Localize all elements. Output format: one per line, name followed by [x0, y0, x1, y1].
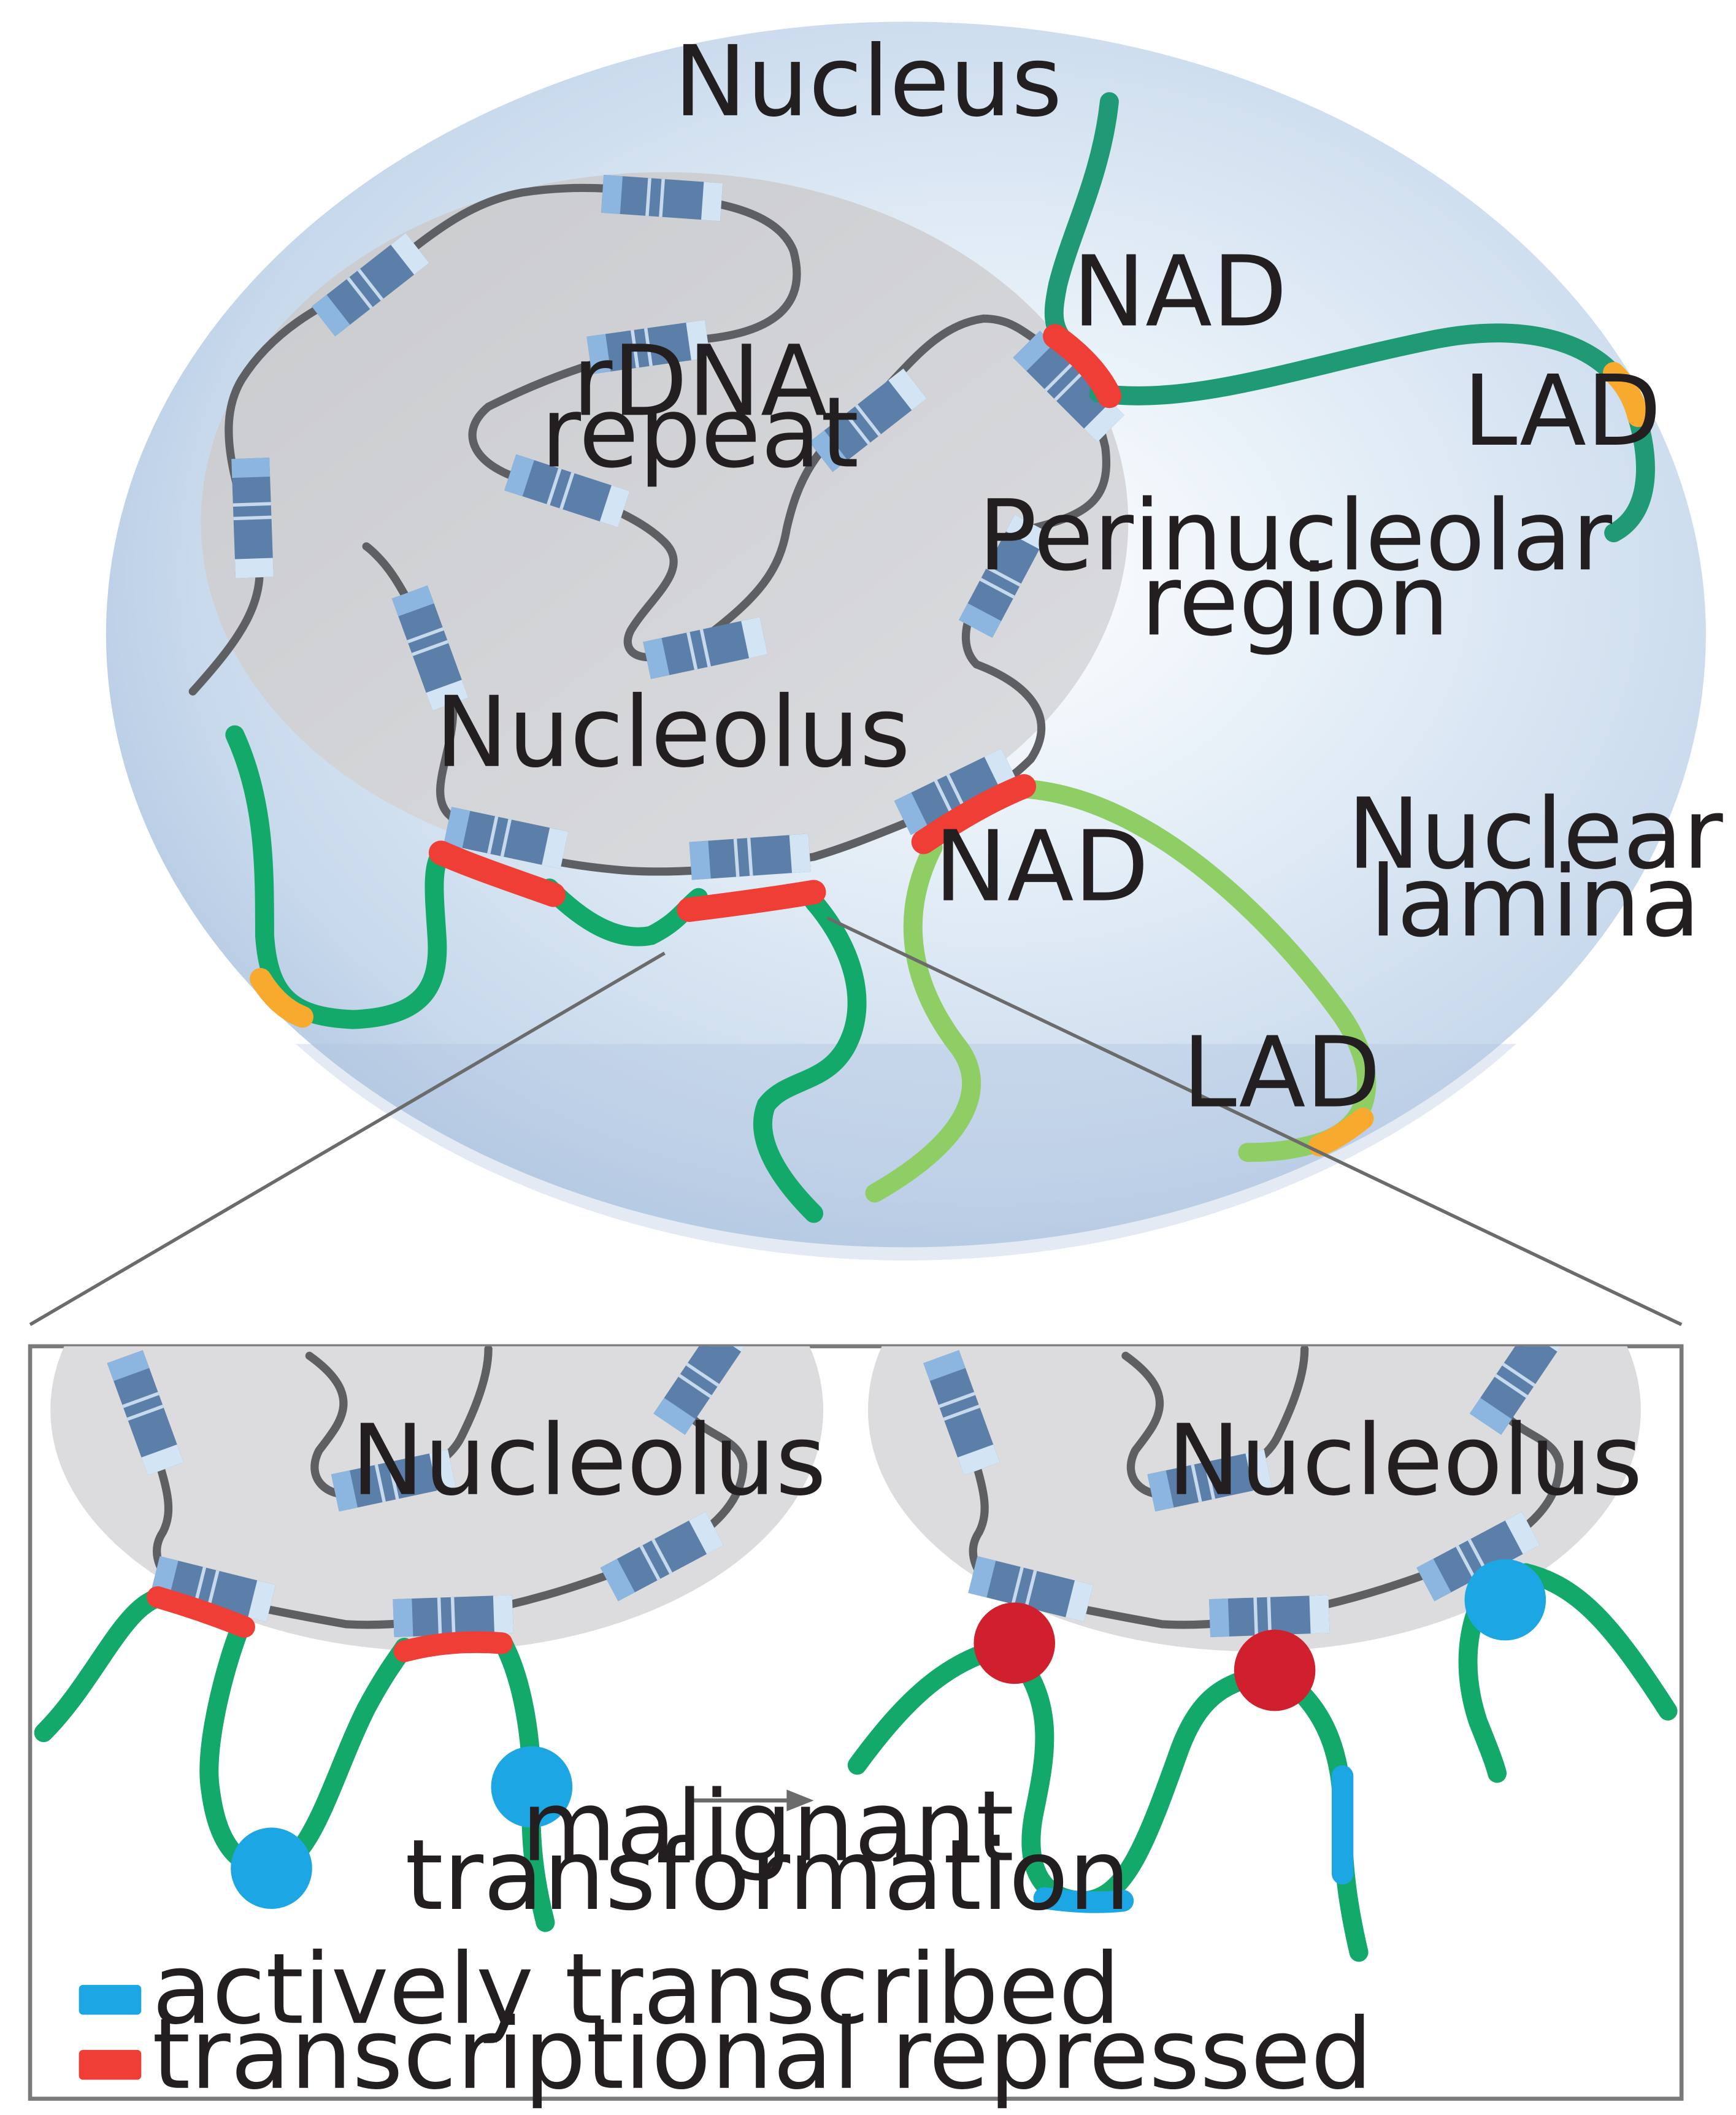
active-site	[491, 1746, 573, 1828]
legend-label-active: actively transcribed	[152, 1932, 1121, 2046]
active-site	[1464, 1559, 1546, 1641]
nad-segments	[428, 324, 1122, 922]
repressed-site	[974, 1602, 1056, 1684]
legend-swatch-active	[79, 1984, 142, 2015]
nuclear-lamina-band	[296, 1043, 1516, 1261]
label-repeat: repeat	[541, 375, 859, 489]
label-rdna: rDNA	[572, 324, 828, 438]
transition-arrow	[686, 1789, 814, 1811]
repressed-site	[1234, 1629, 1316, 1711]
label-nucleolus-inset-right: Nucleolus	[1167, 1403, 1643, 1518]
legend: actively transcribed transcriptional rep…	[79, 1932, 1373, 2111]
lad-markers	[250, 362, 1650, 1157]
label-perinucleolar: Perinucleolar	[978, 478, 1612, 593]
label-nucleolus-main: Nucleolus	[435, 675, 910, 789]
label-transformation: transformation	[405, 1818, 1130, 1932]
label-nad-top: NAD	[1072, 234, 1287, 348]
zoom-connectors	[29, 916, 1683, 1326]
label-nucleus: Nucleus	[674, 25, 1062, 139]
label-nucleolus-inset-left: Nucleolus	[351, 1403, 826, 1518]
label-lad-right: LAD	[1463, 354, 1662, 468]
label-region: region	[1141, 543, 1450, 658]
label-nad-bottom: NAD	[934, 810, 1149, 924]
label-lamina: lamina	[1370, 845, 1700, 959]
legend-label-repressed: transcriptional repressed	[152, 1997, 1373, 2111]
label-lad-bottom: LAD	[1182, 1016, 1381, 1130]
label-malignant: malignant	[521, 1769, 1015, 1883]
inset-panel: Nucleolus Nucleolus malignant transforma…	[28, 1344, 1684, 2111]
label-nuclear: Nuclear	[1347, 777, 1723, 891]
active-site	[231, 1827, 312, 1910]
legend-swatch-repressed	[79, 2049, 142, 2080]
